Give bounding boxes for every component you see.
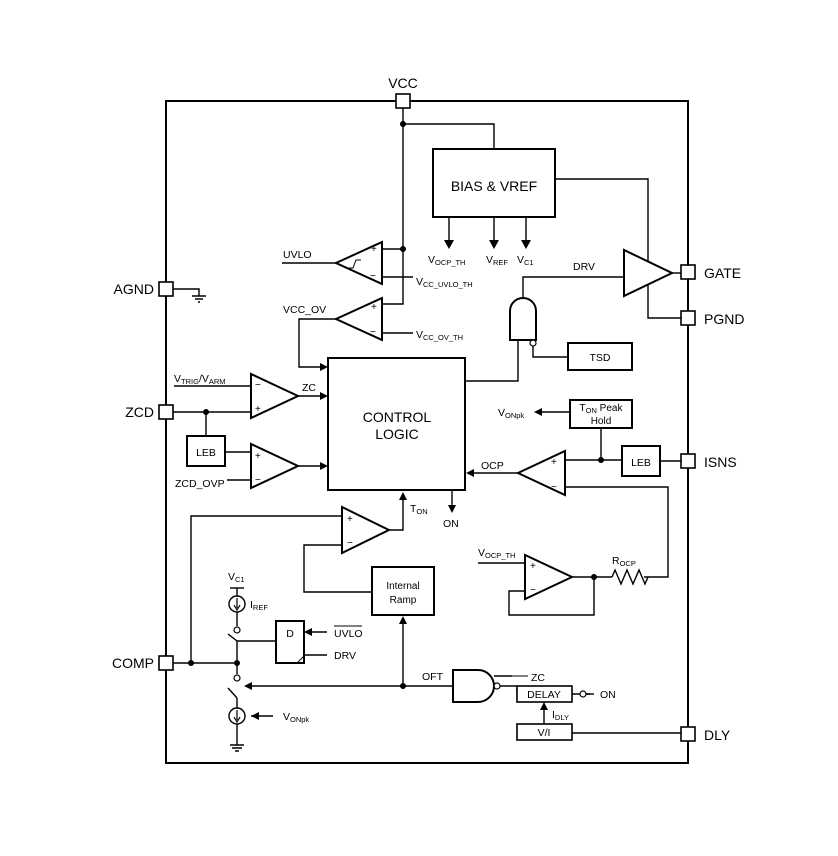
svg-text:+: + xyxy=(371,244,377,255)
svg-text:−: − xyxy=(370,327,376,338)
pin-pgnd: PGND xyxy=(680,310,744,327)
pin-gate: GATE xyxy=(680,264,741,281)
svg-text:VC1: VC1 xyxy=(517,254,534,267)
svg-text:Hold: Hold xyxy=(591,416,612,427)
control-logic-block: CONTROL LOGIC xyxy=(327,357,466,491)
leb-block-isns: LEB xyxy=(621,445,661,477)
svg-text:Internal: Internal xyxy=(386,581,419,592)
uvlo-comparator: + − xyxy=(333,240,383,286)
svg-text:VREF: VREF xyxy=(486,254,508,267)
svg-text:OCP: OCP xyxy=(481,460,504,472)
current-source-iref-icon xyxy=(228,595,246,613)
and-gate-drv xyxy=(509,297,537,347)
tsd-block: TSD xyxy=(567,342,633,371)
svg-text:−: − xyxy=(255,475,261,486)
hysteresis-icon xyxy=(348,259,361,269)
svg-text:−: − xyxy=(255,380,261,391)
pin-vcc: VCC xyxy=(388,75,418,109)
resistor-icon xyxy=(611,568,649,586)
svg-text:TON Peak: TON Peak xyxy=(580,403,624,415)
svg-text:ON: ON xyxy=(600,689,616,701)
svg-text:VCC_OV_TH: VCC_OV_TH xyxy=(416,329,463,342)
ocp-comparator: + − xyxy=(515,449,566,497)
svg-text:DRV: DRV xyxy=(334,650,356,662)
svg-text:−: − xyxy=(530,585,536,596)
svg-text:+: + xyxy=(551,457,557,468)
ton-comparator: + − xyxy=(341,505,392,555)
ton-peak-hold-block: TON Peak Hold xyxy=(569,399,633,429)
svg-text:+: + xyxy=(255,451,261,462)
internal-ramp-block: Internal Ramp xyxy=(371,566,435,616)
svg-text:ISNS: ISNS xyxy=(704,454,737,470)
svg-text:ON: ON xyxy=(443,518,459,530)
chip-outline xyxy=(165,100,689,764)
svg-text:ZCD_OVP: ZCD_OVP xyxy=(175,478,225,490)
svg-text:−: − xyxy=(551,482,557,493)
svg-text:ZC: ZC xyxy=(302,382,316,394)
svg-text:+: + xyxy=(255,404,261,415)
svg-text:−: − xyxy=(370,271,376,282)
pin-agnd: AGND xyxy=(114,281,174,297)
gate-driver-buffer xyxy=(623,248,675,298)
svg-text:VOCP_TH: VOCP_TH xyxy=(478,547,515,560)
svg-text:VTRIG/VARM: VTRIG/VARM xyxy=(174,373,226,386)
svg-text:D: D xyxy=(286,628,294,640)
svg-text:CONTROL: CONTROL xyxy=(363,409,432,425)
svg-text:IREF: IREF xyxy=(250,599,268,612)
svg-text:OFT: OFT xyxy=(422,671,444,683)
bias-vref-block: BIAS & VREF xyxy=(432,148,556,218)
svg-text:VC1: VC1 xyxy=(228,571,245,584)
pin-isns: ISNS xyxy=(680,453,737,470)
svg-text:UVLO: UVLO xyxy=(334,628,363,640)
svg-text:IDLY: IDLY xyxy=(552,709,569,722)
svg-text:+: + xyxy=(347,514,353,525)
delay-block: DELAY xyxy=(516,685,573,703)
svg-text:VCC_OV: VCC_OV xyxy=(283,304,326,316)
svg-text:GATE: GATE xyxy=(704,265,741,281)
svg-text:LEB: LEB xyxy=(196,447,216,459)
current-source-vonpk-icon xyxy=(228,707,246,725)
svg-text:V/I: V/I xyxy=(538,727,551,739)
svg-text:COMP: COMP xyxy=(112,655,154,671)
switch-bottom-icon xyxy=(227,687,238,699)
vcc-ov-comparator: + − xyxy=(333,296,383,342)
svg-text:VCC: VCC xyxy=(388,75,418,91)
svg-text:+: + xyxy=(530,561,536,572)
svg-text:AGND: AGND xyxy=(114,281,154,297)
d-flipflop: D xyxy=(275,620,305,664)
svg-text:BIAS & VREF: BIAS & VREF xyxy=(451,178,537,194)
svg-text:+: + xyxy=(371,302,377,313)
svg-text:VONpk: VONpk xyxy=(283,711,309,724)
svg-text:DRV: DRV xyxy=(573,261,595,273)
svg-text:DLY: DLY xyxy=(704,727,731,743)
svg-text:TSD: TSD xyxy=(590,352,611,364)
svg-text:−: − xyxy=(347,538,353,549)
svg-text:VCC_UVLO_TH: VCC_UVLO_TH xyxy=(416,276,473,289)
svg-text:DELAY: DELAY xyxy=(527,689,561,701)
svg-text:LEB: LEB xyxy=(631,457,651,469)
pin-zcd: ZCD xyxy=(125,404,174,420)
svg-text:ZCD: ZCD xyxy=(125,404,154,420)
svg-text:TON: TON xyxy=(410,503,428,516)
svg-text:VONpk: VONpk xyxy=(498,407,524,420)
ground-icon xyxy=(173,288,206,303)
and-gate-oft xyxy=(452,669,501,703)
leb-block-zcd: LEB xyxy=(186,435,226,467)
svg-text:PGND: PGND xyxy=(704,311,744,327)
svg-text:UVLO: UVLO xyxy=(283,249,312,261)
pin-dly: DLY xyxy=(680,726,731,743)
zcd-ovp-comparator: + − xyxy=(250,442,301,490)
ground-icon-comp xyxy=(230,744,244,752)
svg-text:ZC: ZC xyxy=(531,672,545,684)
ocp-threshold-amplifier: + − xyxy=(524,553,575,601)
svg-text:LOGIC: LOGIC xyxy=(375,426,419,442)
svg-text:VOCP_TH: VOCP_TH xyxy=(428,254,465,267)
switch-top-icon xyxy=(227,633,238,642)
pin-comp: COMP xyxy=(112,655,174,671)
vi-block: V/I xyxy=(516,723,573,741)
svg-text:ROCP: ROCP xyxy=(612,555,636,568)
zc-comparator: − + xyxy=(250,372,301,420)
svg-text:Ramp: Ramp xyxy=(390,595,417,606)
